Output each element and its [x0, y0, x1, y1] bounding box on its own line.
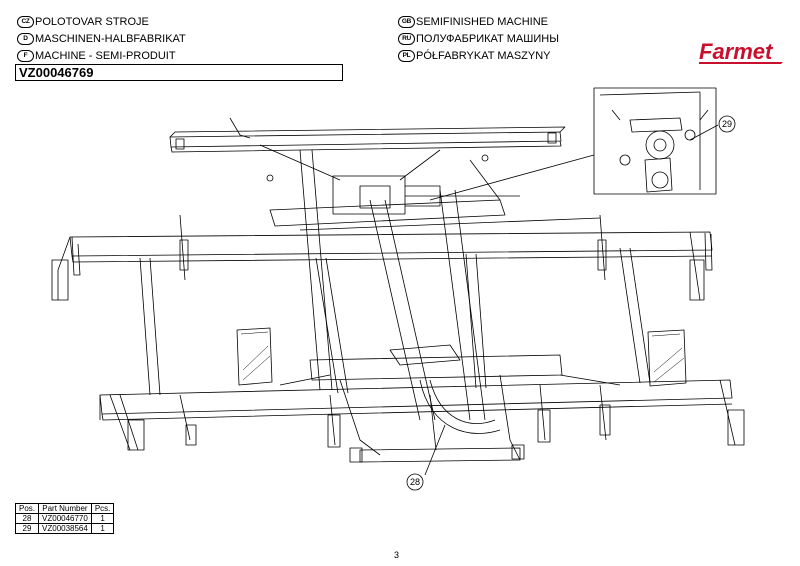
cell-pos: 29: [14, 523, 40, 534]
cell-part-number: VZ00046770: [38, 513, 92, 524]
callout-28-label: 28: [410, 477, 420, 487]
warning-plate-right: [647, 329, 687, 387]
front-hitch: [279, 344, 621, 463]
part-number: VZ00046769: [15, 64, 343, 81]
column-header-pcs: Pcs.: [90, 503, 115, 514]
lang-badge-pl: PL: [398, 50, 415, 62]
title-gb: GB SEMIFINISHED MACHINE: [398, 15, 548, 29]
rear-hitch-bar: [169, 126, 566, 153]
leader-line-29: [689, 124, 719, 141]
cell-part-number: VZ00038564: [38, 523, 92, 534]
farmet-logo: Farmet: [699, 40, 783, 64]
main-frame: [69, 231, 733, 421]
detail-inset: [593, 87, 717, 195]
cell-pcs: 1: [90, 513, 115, 524]
warning-plate-left: [236, 327, 273, 386]
title-f: F MACHINE - SEMI-PRODUIT: [17, 49, 176, 63]
column-header-pos: Pos.: [14, 503, 40, 514]
title-ru: RU ПОЛУФАБРИКАТ МАШИНЫ: [398, 32, 559, 46]
title-text-ru: ПОЛУФАБРИКАТ МАШИНЫ: [416, 33, 559, 45]
tines-right: [597, 214, 745, 446]
hydraulic-block: [332, 175, 520, 215]
table-row: 28 VZ00046770 1: [14, 513, 115, 524]
cell-pcs: 1: [90, 523, 115, 534]
title-text-cz: POLOTOVAR STROJE: [35, 16, 149, 28]
callout-29: 29: [718, 115, 736, 133]
upper-links: [229, 117, 501, 201]
brand-text: Farmet: [699, 40, 774, 64]
brand-underline: [699, 62, 783, 64]
title-text-d: MASCHINEN-HALBFABRIKAT: [35, 33, 186, 45]
table-row: 29 VZ00038564 1: [14, 523, 115, 534]
title-text-pl: PÓŁFABRYKAT MASZYNY: [416, 50, 551, 62]
tines-left: [51, 214, 197, 451]
lang-badge-cz: CZ: [17, 16, 34, 28]
title-cz: CZ POLOTOVAR STROJE: [17, 15, 149, 29]
title-d: D MASCHINEN-HALBFABRIKAT: [17, 32, 186, 46]
leader-line-inset: [429, 154, 595, 201]
title-text-f: MACHINE - SEMI-PRODUIT: [35, 50, 176, 62]
cell-pos: 28: [14, 513, 40, 524]
page-number: 3: [394, 550, 400, 560]
parts-table: Pos. Part Number Pcs. 28 VZ00046770 1 29…: [14, 503, 115, 534]
lang-badge-ru: RU: [398, 33, 415, 45]
lang-badge-gb: GB: [398, 16, 415, 28]
callout-29-label: 29: [722, 119, 732, 129]
column-header-part-number: Part Number: [38, 503, 92, 514]
lang-badge-f: F: [17, 50, 34, 62]
tines-center: [327, 384, 551, 451]
title-pl: PL PÓŁFABRYKAT MASZYNY: [398, 49, 551, 63]
callout-28: 28: [406, 473, 424, 491]
leader-line-28: [424, 424, 446, 476]
table-header-row: Pos. Part Number Pcs.: [14, 503, 115, 514]
lang-badge-d: D: [17, 33, 34, 45]
title-text-gb: SEMIFINISHED MACHINE: [416, 16, 549, 28]
center-beam: [269, 149, 601, 421]
